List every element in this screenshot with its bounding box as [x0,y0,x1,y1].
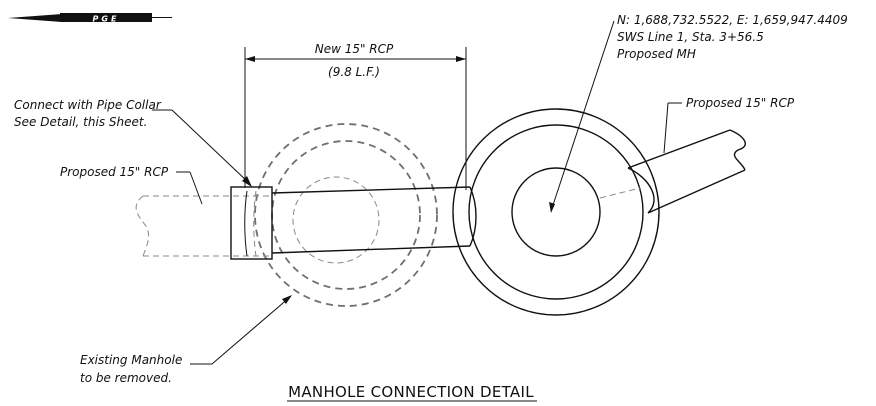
collar-leader [152,109,252,187]
pipe-collar [230,186,273,260]
existing-mh-callout-line1: Existing Manhole [80,353,182,367]
existing-mh-callout-line2: to be removed. [80,371,172,385]
right-pipe-callout: Proposed 15" RCP [686,96,795,110]
left-proposed-pipe [135,195,272,257]
dimension-line [244,47,467,190]
dimension-label-line2: (9.8 L.F.) [328,65,380,79]
proposed-mh-leader [550,20,615,212]
dimension-label-line1: New 15" RCP [315,42,394,56]
left-pipe-callout: Proposed 15" RCP [60,165,169,179]
coords-callout: N: 1,688,732.5522, E: 1,659,947.4409 [617,13,848,27]
pge-logo: PGE [8,13,172,24]
proposed-manhole [452,108,660,316]
proposed-mh-callout: Proposed MH [617,47,696,61]
logo-text: PGE [93,15,120,24]
page-title: MANHOLE CONNECTION DETAIL [288,383,534,401]
station-callout: SWS Line 1, Sta. 3+56.5 [617,30,764,44]
existing-manhole [254,123,438,307]
new-rcp-pipe [271,186,477,254]
collar-callout-line2: See Detail, this Sheet. [14,115,147,129]
collar-callout-line1: Connect with Pipe Collar [14,98,162,112]
right-proposed-pipe [599,129,746,214]
